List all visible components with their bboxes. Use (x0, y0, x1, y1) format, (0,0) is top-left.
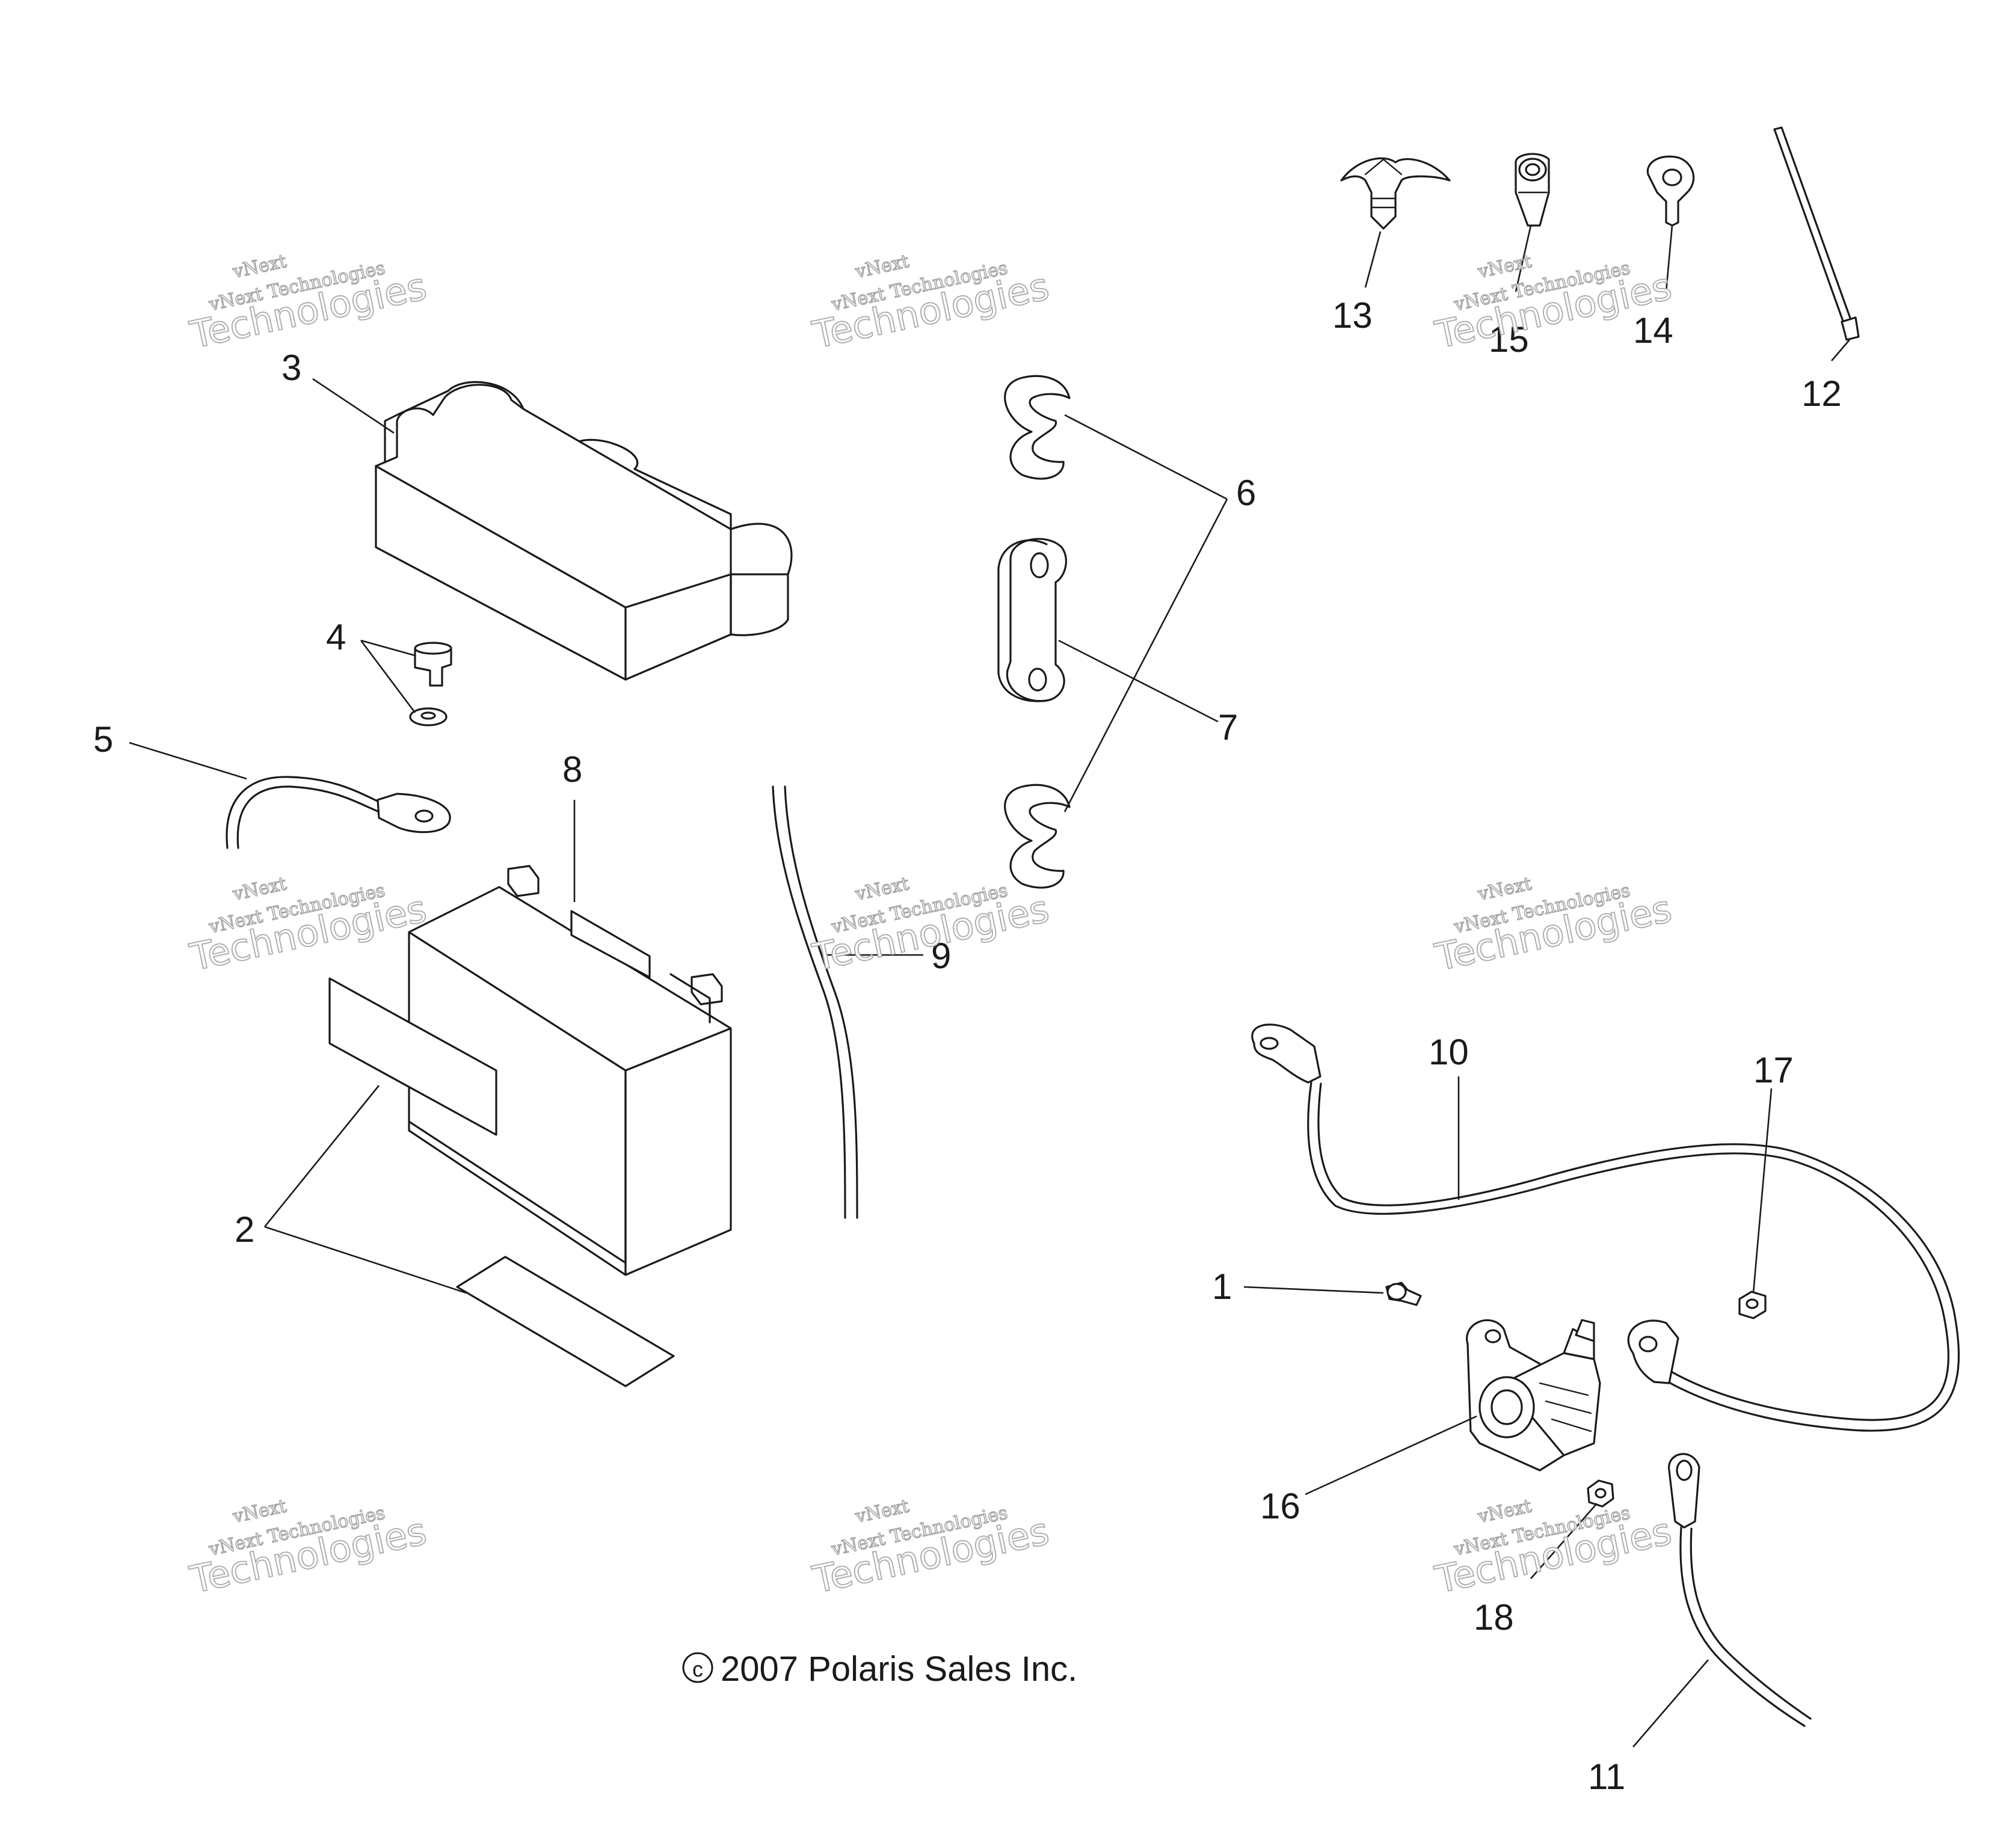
svg-text:c: c (692, 1657, 703, 1681)
watermark-4: vNext vNext Technologies Technologies (185, 873, 431, 980)
part-15-fir-tree-clip (1515, 153, 1550, 227)
part-18-nut (1587, 1479, 1614, 1508)
part-14-cable-clip (1646, 155, 1695, 227)
callout-14: 14 (1633, 310, 1673, 351)
watermark-vnext: vNext (853, 873, 911, 905)
watermark-1: vNext vNext Technologies Technologies (185, 250, 431, 357)
watermark-vnext: vNext (853, 251, 911, 283)
part-7-strap (997, 538, 1068, 702)
callout-9: 9 (931, 936, 951, 976)
callout-17: 17 (1753, 1050, 1794, 1090)
callout-11: 11 (1588, 1757, 1625, 1797)
part-1-screw (1385, 1282, 1422, 1306)
callout-10: 10 (1429, 1032, 1469, 1072)
watermark-6: vNext vNext Technologies Technologies (1430, 873, 1676, 980)
callout-13: 13 (1332, 295, 1373, 336)
watermark-vnext: vNext (230, 251, 288, 283)
callout-numbers: 3 4 5 8 2 9 6 7 13 15 14 12 10 17 1 16 1… (93, 295, 1842, 1797)
part-4-bolt-washer (409, 642, 452, 726)
watermark-9: vNext vNext Technologies Technologies (1430, 1495, 1676, 1602)
watermark-8: vNext vNext Technologies Technologies (808, 1495, 1053, 1602)
watermark-vnext: vNext (853, 1496, 911, 1527)
copyright-notice: c 2007 Polaris Sales Inc. (682, 1650, 1077, 1689)
watermark-vnext: vNext (1475, 873, 1533, 905)
part-2-labels (328, 977, 675, 1387)
callout-7: 7 (1218, 707, 1238, 747)
callout-18: 18 (1474, 1597, 1514, 1638)
part-13-push-clip (1340, 157, 1451, 230)
part-11-ground-cable (1668, 1453, 1812, 1727)
callout-4: 4 (326, 617, 346, 657)
callout-5: 5 (93, 719, 113, 760)
watermark-vnext: vNext (230, 873, 288, 905)
part-12-cable-tie (1773, 126, 1860, 341)
callout-15: 15 (1489, 319, 1529, 360)
callout-16: 16 (1260, 1486, 1300, 1526)
part-6-hook-upper (1004, 375, 1071, 480)
part-9-vent-hose (772, 785, 858, 1219)
watermark-vnext: vNext (1475, 1496, 1533, 1527)
copyright-text: 2007 Polaris Sales Inc. (721, 1650, 1077, 1689)
part-5-short-cable (226, 776, 451, 849)
watermark-vnext: vNext (1475, 251, 1533, 283)
part-6-hook-lower (1004, 784, 1071, 889)
callout-12: 12 (1801, 373, 1842, 414)
callout-6: 6 (1236, 473, 1256, 513)
part-8-battery (408, 865, 732, 1276)
watermark-2: vNext vNext Technologies Technologies (808, 250, 1053, 357)
part-10-long-cable (1251, 1024, 1960, 1432)
callout-8: 8 (562, 749, 582, 790)
callout-1: 1 (1212, 1266, 1232, 1307)
watermark-7: vNext vNext Technologies Technologies (185, 1495, 431, 1602)
copyright-icon (682, 1652, 713, 1683)
part-3-battery-cover (375, 381, 793, 681)
part-16-solenoid (1466, 1319, 1601, 1472)
watermark-vnext: vNext (230, 1496, 288, 1527)
part-17-nut (1738, 1291, 1767, 1319)
callout-2: 2 (235, 1209, 254, 1250)
leader-lines (129, 225, 1850, 1748)
callout-3: 3 (281, 348, 301, 388)
